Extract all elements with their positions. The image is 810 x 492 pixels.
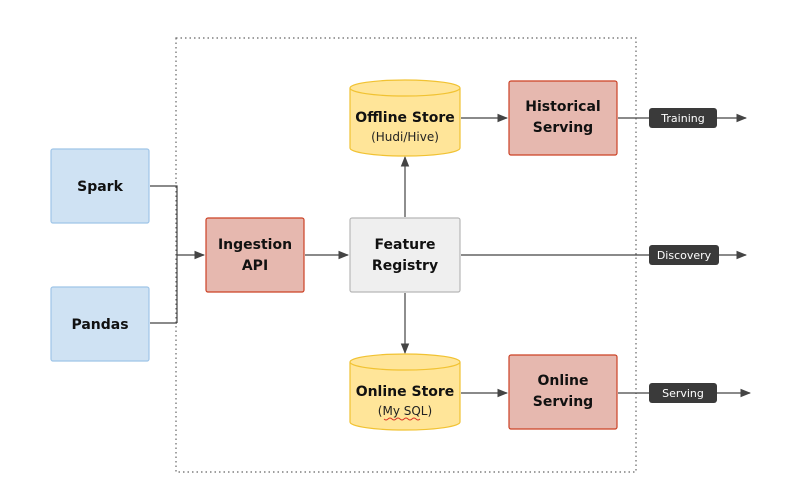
output-tag-serving: Serving [649, 383, 717, 403]
spellcheck-underline [383, 417, 421, 421]
registry-label-line2: Registry [372, 258, 438, 274]
system-boundary [175, 37, 637, 473]
online-serving-box [508, 354, 618, 430]
ingestion-label-line2: API [242, 258, 268, 274]
output-tag-training: Training [649, 108, 717, 128]
offline-store-top [349, 79, 461, 97]
historical-label-line1: Historical [525, 99, 600, 115]
registry-label-line1: Feature [375, 237, 436, 253]
node-pandas: Pandas [50, 286, 150, 362]
output-tag-discovery: Discovery [649, 245, 719, 265]
node-online-serving: Online Serving [508, 354, 618, 430]
historical-label-line2: Serving [533, 120, 593, 136]
training-tag-bg [649, 108, 717, 128]
edge-spark-merge [150, 185, 178, 323]
pandas-label: Pandas [71, 317, 128, 333]
node-historical-serving: Historical Serving [508, 80, 618, 156]
ingestion-box [205, 217, 305, 293]
offline-store-body [349, 88, 461, 157]
offline-store-sub: (Hudi/Hive) [371, 130, 439, 144]
serving-tag-bg [649, 383, 717, 403]
training-tag-text: Training [660, 112, 704, 125]
online-store-sub: (My SQL) [378, 404, 432, 418]
node-feature-registry: Feature Registry [349, 217, 461, 293]
spark-label: Spark [77, 179, 123, 195]
discovery-tag-text: Discovery [657, 249, 712, 262]
registry-box [349, 217, 461, 293]
online-store-label: Online Store [356, 384, 455, 400]
spark-box [50, 148, 150, 224]
ingestion-label-line1: Ingestion [218, 237, 292, 253]
online-serving-label-line1: Online [538, 373, 589, 389]
pandas-box [50, 286, 150, 362]
online-store-top [349, 353, 461, 371]
offline-store-label: Offline Store [355, 110, 454, 126]
serving-tag-text: Serving [662, 387, 704, 400]
node-online-store: Online Store (My SQL) [349, 353, 461, 431]
node-ingestion-api: Ingestion API [205, 217, 305, 293]
historical-box [508, 80, 618, 156]
online-store-body [349, 362, 461, 431]
discovery-tag-bg [649, 245, 719, 265]
online-serving-label-line2: Serving [533, 394, 593, 410]
node-offline-store: Offline Store (Hudi/Hive) [349, 79, 461, 157]
node-spark: Spark [50, 148, 150, 224]
